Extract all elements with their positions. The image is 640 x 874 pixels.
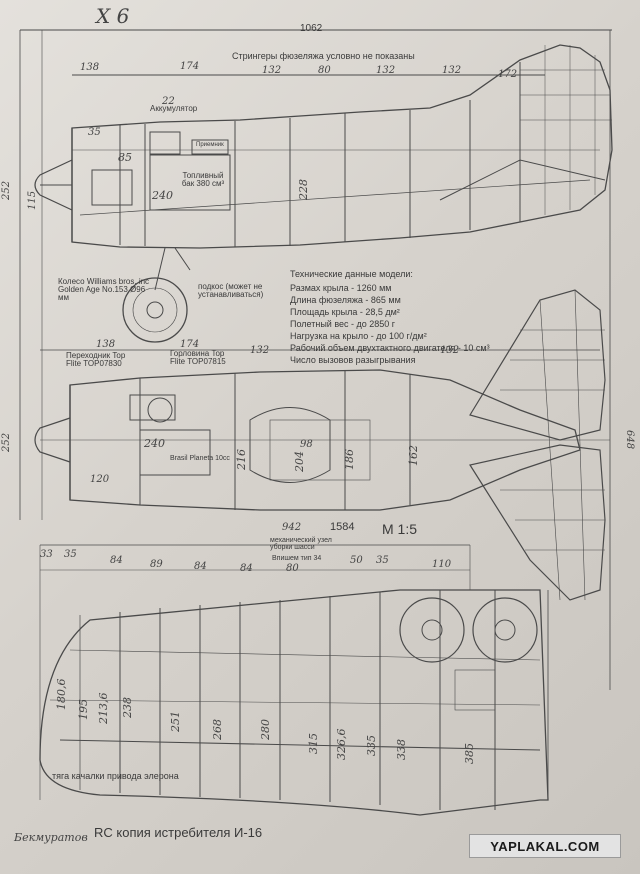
val-wing-8: 326,6 [335, 728, 348, 761]
dim-top-6: 172 [498, 69, 518, 80]
val-wing-5: 268 [211, 719, 224, 740]
val-top-216: 216 [235, 449, 248, 470]
val-top-204: 204 [293, 451, 306, 472]
left-height-top: 252 [1, 180, 12, 200]
val-wing-4: 251 [169, 711, 182, 732]
dim-mid-0: 138 [96, 339, 116, 350]
tech-row-2: Площадь крыла - 28,5 дм² [290, 307, 400, 317]
tech-row-1: Длина фюзеляжа - 865 мм [290, 295, 401, 305]
val-side-228: 228 [297, 179, 310, 200]
right-height: 648 [624, 430, 635, 450]
wing-span-3: 89 [150, 559, 163, 570]
wing-span-6: 80 [286, 563, 299, 574]
adapter-label: Переходник Top Flite TOP07830 [66, 351, 126, 368]
val-top-162: 162 [407, 445, 420, 466]
wing-span-10: 110 [432, 559, 452, 570]
dim-mid-4: 132 [440, 345, 460, 356]
fuel-tank-label: Топливный бак 380 см³ [181, 171, 225, 188]
tech-row-5: Рабочий объем двухтактного двигателя - 1… [290, 343, 490, 353]
engine-label: Brasil Planeta 10cc [170, 455, 230, 462]
val-side-85: 85 [118, 151, 132, 164]
val-wing-7: 315 [307, 733, 320, 754]
val-side-22: 22 [162, 96, 175, 107]
dim-mid-1: 174 [180, 339, 200, 350]
val-wing-3: 238 [121, 697, 134, 718]
tech-row-4: Нагрузка на крыло - до 100 г/дм² [290, 331, 427, 341]
val-wing-6: 280 [259, 719, 272, 740]
val-side-115: 115 [27, 190, 38, 210]
val-wing-0: 180,6 [55, 678, 68, 711]
tech-row-0: Размах крыла - 1260 мм [290, 283, 392, 293]
wing-span-2: 84 [110, 555, 123, 566]
wheel-label: Колесо Williams bros. inc Golden Age No.… [58, 277, 150, 302]
dim-top-4: 132 [376, 65, 396, 76]
val-top-240: 240 [144, 437, 165, 450]
drawing-caption: RC копия истребителя И-16 [94, 825, 263, 840]
val-wing-9: 335 [365, 735, 378, 756]
val-top-98: 98 [300, 439, 313, 450]
mech-label: механический узел уборки шасси [270, 537, 332, 551]
overall-length: 1062 [300, 23, 323, 34]
tech-title: Технические данные модели: [290, 269, 413, 279]
val-side-35: 35 [88, 127, 101, 138]
dim-top-2: 132 [262, 65, 282, 76]
wing-span-1: 35 [64, 549, 77, 560]
val-side-240: 240 [152, 189, 173, 202]
mech-label2: Впишем тип 34 [272, 555, 322, 562]
dim-wing-942: 942 [282, 522, 302, 533]
val-top-120: 120 [90, 474, 110, 485]
author-signature: Бекмуратов [14, 831, 88, 844]
wing-span-7: 50 [350, 555, 363, 566]
dim-mid-2: 132 [250, 345, 270, 356]
wing-span-4: 84 [194, 561, 207, 572]
tech-row-6: Число вызовов разыгрывания [290, 355, 416, 365]
accumulator-label: Аккумулятор [150, 104, 198, 113]
wing-span-0: 33 [40, 549, 53, 560]
dim-top-0: 138 [80, 62, 100, 73]
site-watermark: YAPLAKAL.COM [469, 834, 621, 858]
val-wing-2: 213,6 [97, 692, 110, 725]
dim-top-5: 132 [442, 65, 462, 76]
left-height-mid: 252 [1, 432, 12, 452]
tech-row-3: Полетный вес - до 2850 г [290, 319, 396, 329]
fuel-tank2-label: Горловина Top Flite TOP07815 [170, 349, 226, 366]
scale-label: М 1:5 [382, 521, 418, 537]
dim-wing-1584: 1584 [330, 521, 355, 533]
aileron-label: тяга качалки привода элерона [52, 771, 179, 781]
wing-span-5: 84 [240, 563, 253, 574]
skid-label: подкос (может не устанавливаться) [198, 282, 264, 299]
receiver-label: Приемник [196, 142, 224, 148]
fuselage-note: Стрингеры фюзеляжа условно не показаны [232, 51, 415, 61]
val-top-186: 186 [343, 449, 356, 470]
sheet-mark: X 6 [96, 4, 130, 28]
dim-top-3: 80 [318, 65, 331, 76]
val-wing-1: 195 [77, 699, 90, 720]
val-wing-10: 338 [395, 739, 408, 760]
wing-span-8: 35 [376, 555, 389, 566]
dim-top-1: 174 [180, 61, 200, 72]
val-wing-11: 385 [463, 743, 476, 764]
